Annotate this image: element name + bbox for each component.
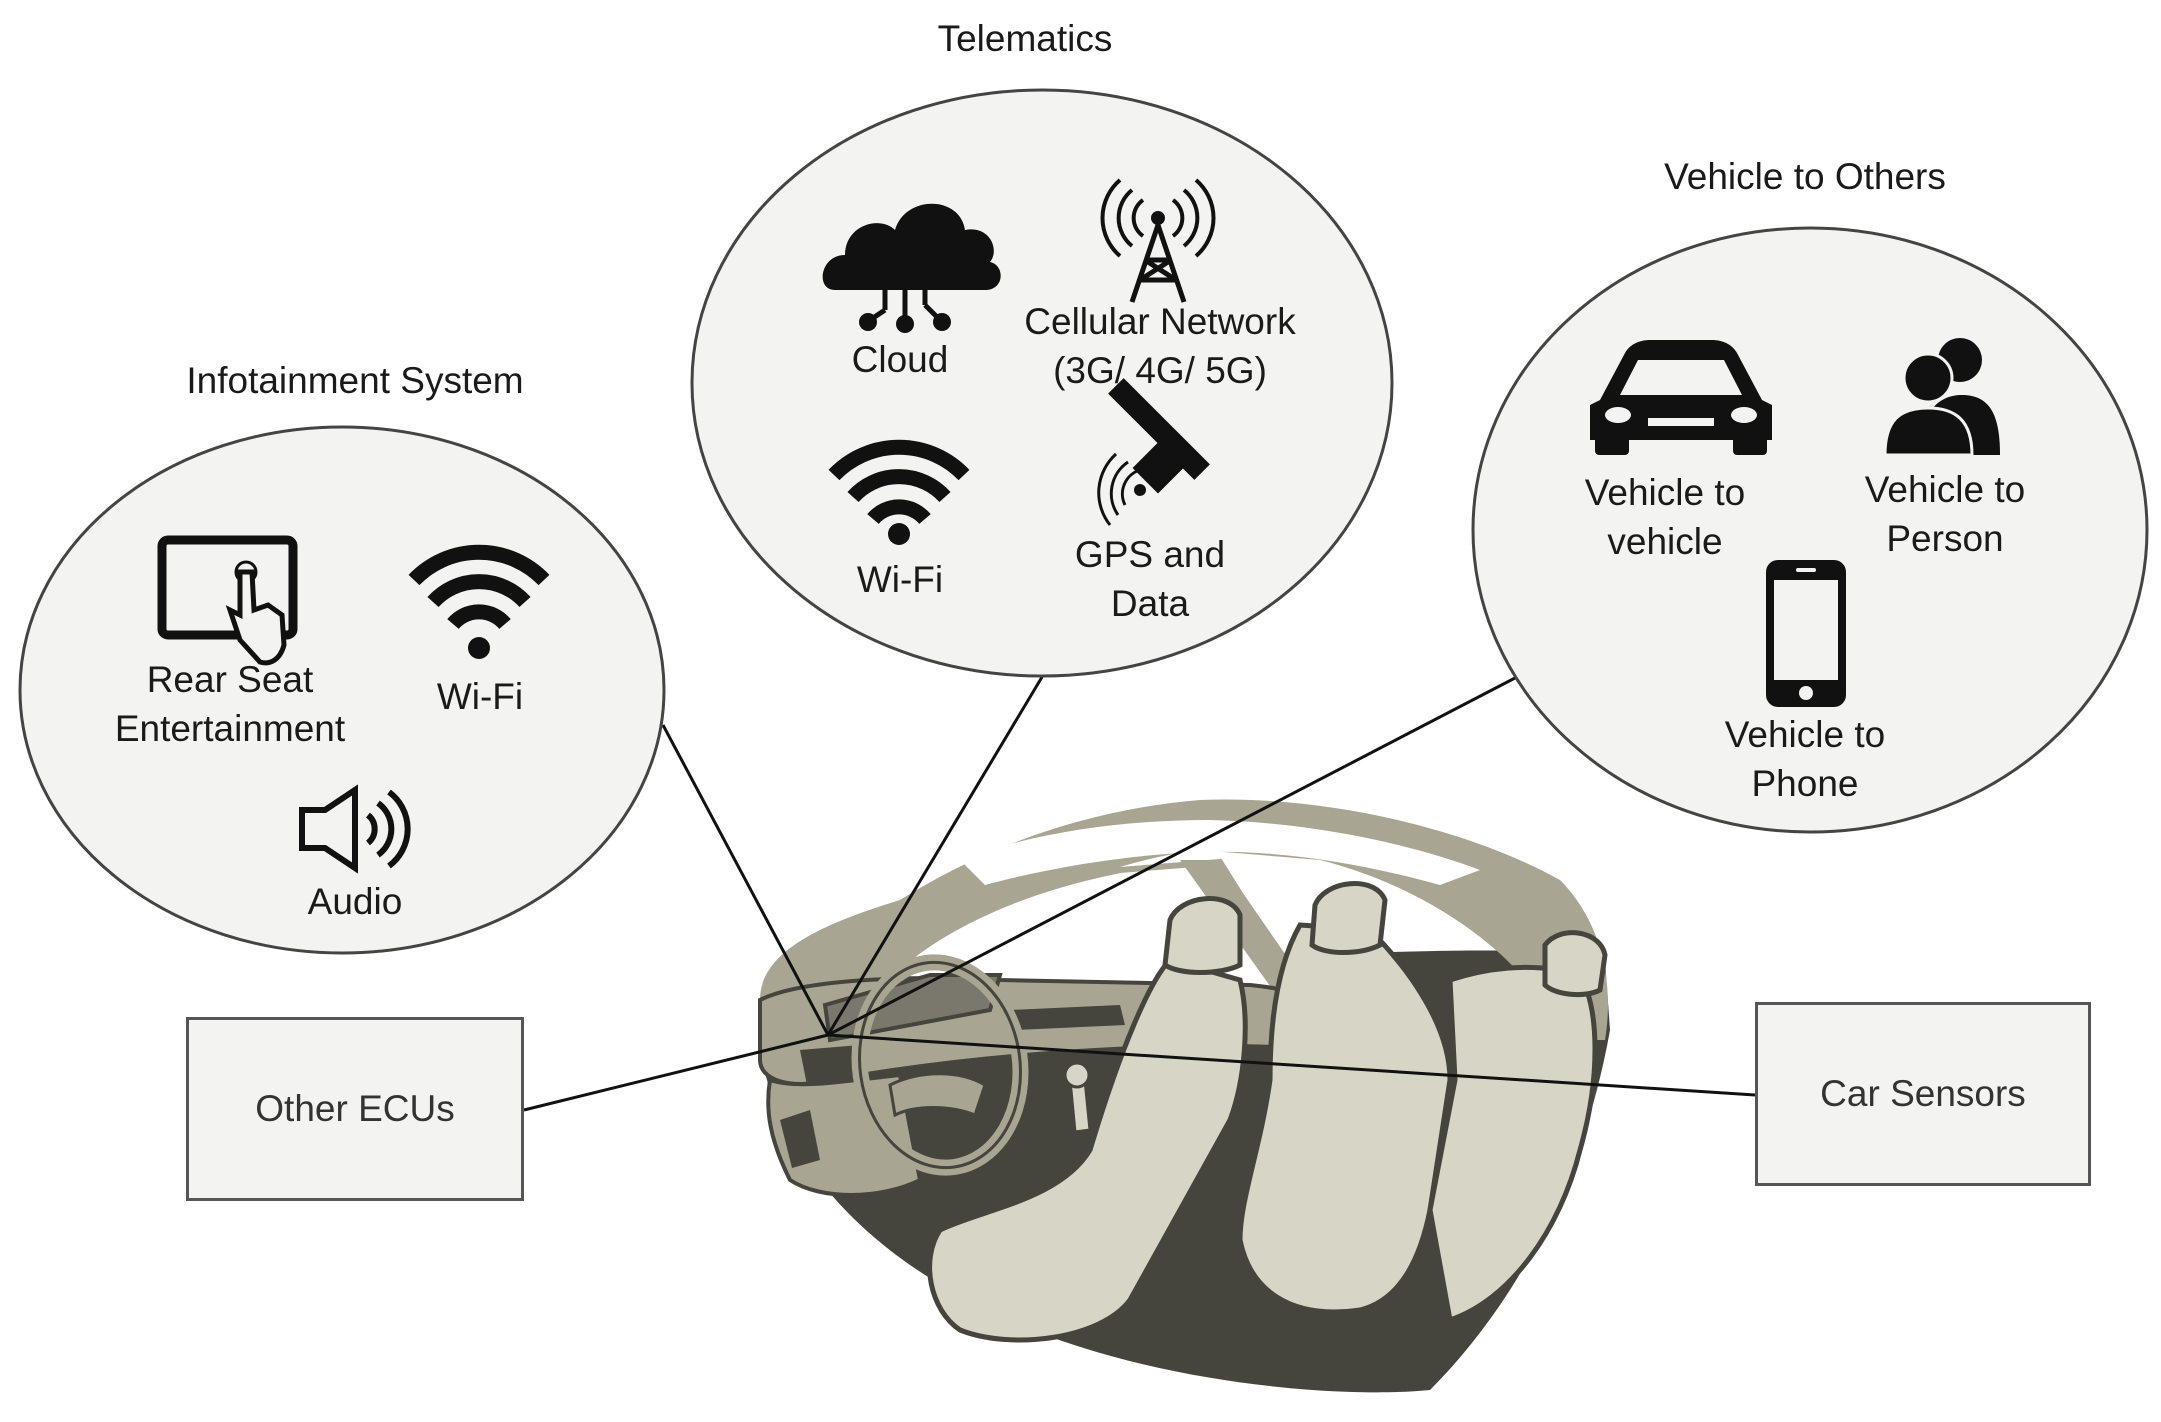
phone-icon bbox=[1766, 560, 1846, 707]
speaker-icon bbox=[299, 784, 411, 874]
car-roof-opening bbox=[960, 820, 1480, 885]
cellular-label-line2: (3G/ 4G/ 5G) bbox=[1053, 350, 1267, 391]
rear-seat-label-line2: Entertainment bbox=[114, 708, 346, 749]
v2p-label: Vehicle to Person bbox=[1840, 465, 2050, 563]
cellular-label-line1: Cellular Network bbox=[1024, 301, 1296, 342]
gps-label: GPS and Data bbox=[1050, 530, 1250, 628]
wifi-icon-telematics bbox=[828, 439, 970, 545]
car-headrest-left bbox=[1162, 896, 1243, 975]
v2v-label-line1: Vehicle to bbox=[1584, 472, 1746, 513]
line-car-sensors bbox=[827, 1033, 1756, 1097]
v2v-label: Vehicle to vehicle bbox=[1560, 468, 1770, 566]
line-vehicle-to-others bbox=[827, 676, 1516, 1037]
line-other-ecus bbox=[523, 1033, 829, 1112]
car-sensors-box: Car Sensors bbox=[1755, 1002, 2091, 1186]
car-icon bbox=[1590, 340, 1772, 455]
car-gear-knob bbox=[1063, 1061, 1091, 1089]
v2v-label-line2: vehicle bbox=[1607, 521, 1723, 562]
car-front-seat-left bbox=[927, 957, 1248, 1343]
connection-lines bbox=[523, 676, 1756, 1112]
gps-label-line1: GPS and bbox=[1074, 534, 1226, 575]
car-rear-headrest bbox=[1542, 930, 1608, 998]
car-pillar bbox=[1180, 860, 1310, 1000]
car-interior-illustration bbox=[758, 799, 1610, 1393]
infotainment-wifi-label: Wi-Fi bbox=[436, 676, 524, 717]
people-icon bbox=[1883, 338, 2000, 457]
v2p-label-line2: Person bbox=[1886, 518, 2004, 559]
telematics-wifi-label: Wi-Fi bbox=[856, 559, 944, 600]
other-ecus-label: Other ECUs bbox=[255, 1088, 455, 1129]
car-headrest-right bbox=[1309, 881, 1388, 955]
wifi-icon-infotainment bbox=[408, 544, 550, 659]
vehicle-to-others-title: Vehicle to Others bbox=[1664, 156, 1946, 197]
car-steering-wheel-edge bbox=[857, 960, 1023, 1170]
line-telematics bbox=[826, 676, 1044, 1036]
rear-seat-label: Rear Seat Entertainment bbox=[100, 655, 360, 753]
telematics-title: Telematics bbox=[937, 18, 1113, 59]
cellular-label: Cellular Network (3G/ 4G/ 5G) bbox=[1010, 297, 1310, 395]
infotainment-title: Infotainment System bbox=[186, 360, 524, 401]
gps-label-line2: Data bbox=[1110, 583, 1190, 624]
cloud-icon bbox=[822, 203, 1001, 333]
car-lower-dash bbox=[766, 1072, 923, 1197]
satellite-icon bbox=[1097, 378, 1210, 526]
v2phone-label-line2: Phone bbox=[1751, 763, 1859, 804]
car-steering-hub bbox=[888, 1072, 987, 1118]
v2phone-label: Vehicle to Phone bbox=[1700, 710, 1910, 808]
car-vent bbox=[780, 1110, 820, 1168]
line-infotainment bbox=[661, 724, 830, 1036]
car-rear-seat bbox=[1427, 964, 1598, 1324]
tablet-touch-icon bbox=[157, 535, 298, 666]
cell-tower-icon bbox=[1100, 178, 1216, 303]
v2p-label-line1: Vehicle to bbox=[1864, 469, 2026, 510]
car-sensors-label: Car Sensors bbox=[1820, 1073, 2026, 1114]
car-dash-detail bbox=[1010, 1005, 1125, 1030]
v2phone-label-line1: Vehicle to bbox=[1724, 714, 1886, 755]
audio-label: Audio bbox=[307, 881, 403, 922]
other-ecus-box: Other ECUs bbox=[186, 1017, 524, 1201]
rear-seat-label-line1: Rear Seat bbox=[146, 659, 314, 700]
cloud-label: Cloud bbox=[851, 339, 949, 380]
